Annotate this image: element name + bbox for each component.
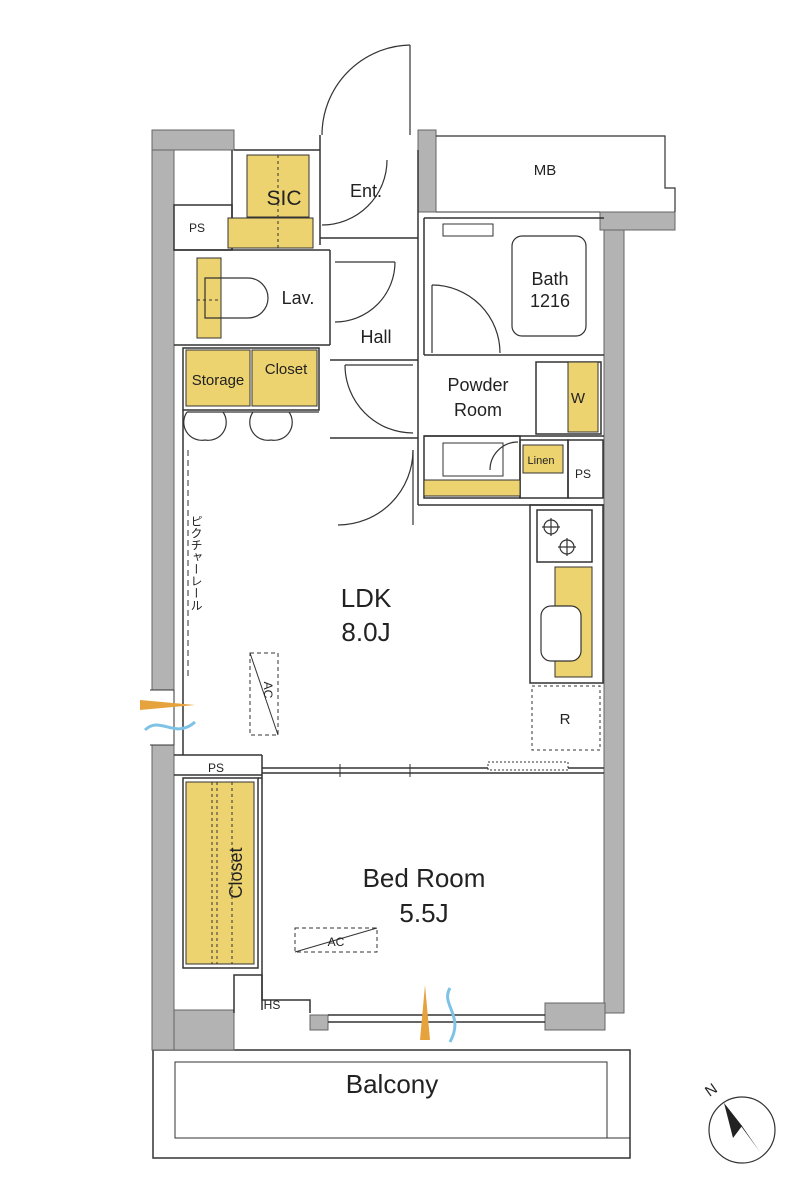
closet-dashes — [197, 155, 601, 964]
balcony-label: Balcony — [346, 1069, 439, 1099]
hs-label: HS — [264, 998, 281, 1012]
stove — [542, 518, 576, 556]
bedroom-size-label: 5.5J — [399, 898, 448, 928]
ldk-size-label: 8.0J — [341, 617, 390, 647]
powder-sink — [442, 442, 504, 477]
hall-label: Hall — [360, 327, 391, 347]
ac-bedroom: AC — [294, 927, 378, 953]
sliding-doors — [339, 761, 569, 777]
ac-bedroom-label: AC — [328, 935, 345, 949]
ac-ldk-label: AC — [261, 682, 275, 699]
storage-fills — [185, 154, 599, 965]
lav-label: Lav. — [282, 288, 315, 308]
storage-label: Storage — [192, 372, 245, 389]
closet-upper-label: Closet — [265, 361, 308, 378]
mb-label: MB — [534, 162, 557, 179]
ldk-label: LDK — [341, 583, 392, 613]
balcony — [152, 1049, 631, 1159]
toilet — [204, 277, 269, 319]
compass: N — [702, 1080, 776, 1164]
linen-label: Linen — [528, 455, 555, 467]
ac-ldk: AC — [249, 652, 279, 736]
meter-box: MB — [436, 135, 676, 213]
bath-label: Bath — [531, 269, 568, 289]
ps-linen-label: PS — [575, 467, 591, 481]
bedroom-label: Bed Room — [363, 863, 486, 893]
ventilation-left — [140, 700, 197, 732]
ldk-window — [150, 689, 175, 746]
entrance-label: Ent. — [350, 181, 382, 201]
powder-room-label-1: Powder — [447, 375, 508, 395]
powder-room-label-2: Room — [454, 400, 502, 420]
bathtub — [511, 235, 587, 337]
ps-entry-label: PS — [189, 221, 205, 235]
sic-label: SIC — [266, 187, 301, 210]
bath-size-label: 1216 — [530, 291, 570, 311]
doors — [183, 44, 519, 526]
interior-walls — [173, 135, 604, 1023]
kitchen-sink — [540, 605, 582, 662]
compass-north-label: N — [702, 1080, 721, 1100]
bath-shelf — [442, 223, 494, 237]
closet-bedroom-label: Closet — [226, 847, 246, 898]
refrigerator-label: R — [560, 711, 571, 728]
ps-bedroom-label: PS — [208, 761, 224, 775]
ventilation-bottom — [420, 985, 457, 1043]
washer-label: W — [571, 390, 586, 407]
picture-rail-label: ピクチャーレール — [189, 515, 203, 611]
